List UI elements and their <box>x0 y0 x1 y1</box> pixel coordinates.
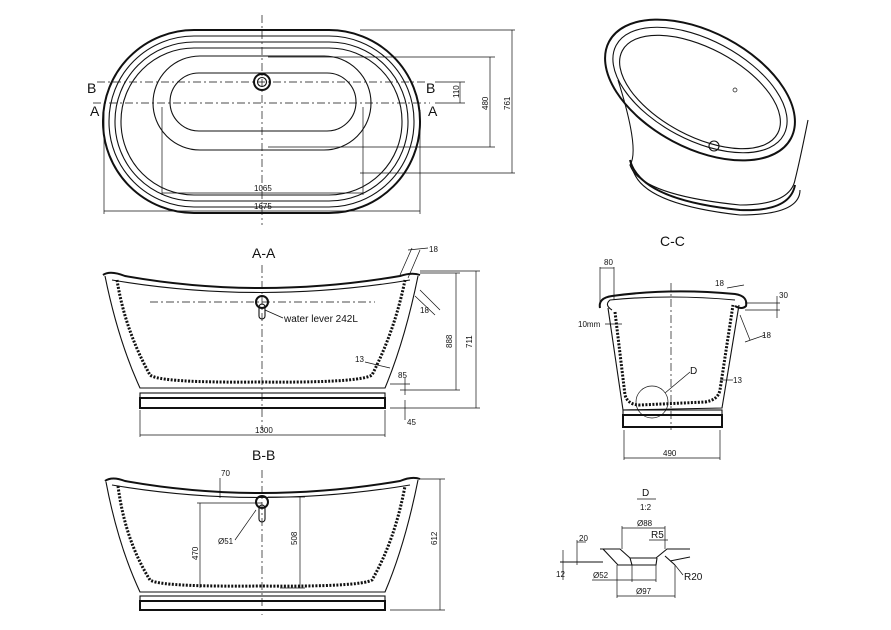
basin-floor-outline <box>169 72 357 132</box>
dim-508: 508 <box>290 531 299 545</box>
dim-470: 470 <box>191 546 200 560</box>
perspective-view <box>604 18 809 216</box>
dim-888: 888 <box>445 334 454 348</box>
dim-r5: R5 <box>651 530 664 541</box>
dim-80: 80 <box>604 258 613 267</box>
detail-d-title: D <box>642 488 649 499</box>
plinth-bb <box>139 600 386 611</box>
plinth-cc <box>622 414 723 428</box>
rim-line-4 <box>120 47 403 196</box>
dim-18-top: 18 <box>715 279 724 288</box>
section-aa-title: A-A <box>252 245 276 261</box>
dim-1675: 1675 <box>254 202 272 211</box>
dim-18-side: 18 <box>762 331 771 340</box>
section-bb-title: B-B <box>252 447 275 463</box>
section-a-left-label: A <box>90 103 100 119</box>
rim-line-3 <box>114 41 409 202</box>
dim-761: 761 <box>503 96 512 110</box>
dim-12: 12 <box>556 570 565 579</box>
section-a-a: A-A water lever 242L 18 18 13 888 711 85… <box>102 245 480 437</box>
plinth-aa <box>139 397 386 409</box>
dim-45: 45 <box>407 418 416 427</box>
dim-97: Ø97 <box>636 587 652 596</box>
dim-612: 612 <box>430 531 439 545</box>
rim-line-2 <box>108 35 415 208</box>
perspective-rim-inner <box>612 26 788 154</box>
section-b-left-label: B <box>87 80 96 96</box>
dim-110: 110 <box>452 85 461 98</box>
section-b-b: B-B 70 470 Ø51 508 612 <box>104 447 445 615</box>
dim-52: Ø52 <box>593 571 609 580</box>
dim-1065: 1065 <box>254 184 272 193</box>
perspective-rim-outer <box>604 18 796 162</box>
dim-13: 13 <box>355 355 364 364</box>
section-cc-title: C-C <box>660 233 685 249</box>
detail-d-scale: 1:2 <box>640 503 652 512</box>
dim-r20: R20 <box>684 572 703 583</box>
dim-88: Ø88 <box>637 519 653 528</box>
section-c-c: C-C D 80 18 30 10mm 18 13 490 <box>578 233 788 460</box>
dim-490: 490 <box>663 449 677 458</box>
detail-d: D 1:2 Ø88 R5 20 12 Ø52 R20 Ø97 <box>556 488 703 598</box>
water-level-label: water lever 242L <box>283 314 358 325</box>
dim-85: 85 <box>398 371 407 380</box>
dim-1300: 1300 <box>255 426 273 435</box>
top-view: B A B A 110 480 761 1065 1675 <box>87 15 515 225</box>
perspective-drain <box>708 140 720 152</box>
dim-13: 13 <box>733 376 742 385</box>
dim-711: 711 <box>465 335 474 348</box>
dim-51: Ø51 <box>218 537 234 546</box>
dim-10mm: 10mm <box>578 320 601 329</box>
dim-20: 20 <box>579 534 588 543</box>
dim-30: 30 <box>779 291 788 300</box>
dim-18-top: 18 <box>429 245 438 254</box>
section-a-right-label: A <box>428 103 438 119</box>
dim-18-side: 18 <box>420 306 429 315</box>
detail-d-ref: D <box>690 366 697 377</box>
detail-d-circle <box>635 385 669 419</box>
dim-70: 70 <box>221 469 230 478</box>
section-b-right-label: B <box>426 80 435 96</box>
dim-480: 480 <box>481 96 490 110</box>
